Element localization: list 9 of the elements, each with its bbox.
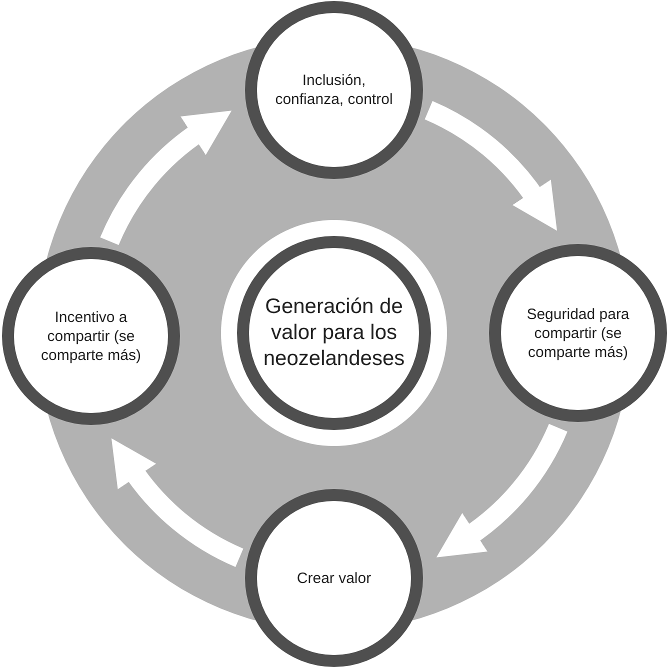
curved-arrow — [424, 101, 559, 230]
curved-arrow — [438, 423, 568, 560]
curved-arrow — [100, 108, 230, 246]
node-label: Crear valor — [296, 568, 372, 588]
node-label: Seguridad para compartir (se comparte más) — [526, 304, 630, 362]
node-label: Generación de valor para los neozelandeses — [262, 294, 406, 372]
curved-arrow — [110, 439, 244, 567]
node-label: Inclusión, confianza, control — [274, 71, 394, 109]
node-label: Incentivo a compartir (se comparte más) — [40, 308, 142, 364]
